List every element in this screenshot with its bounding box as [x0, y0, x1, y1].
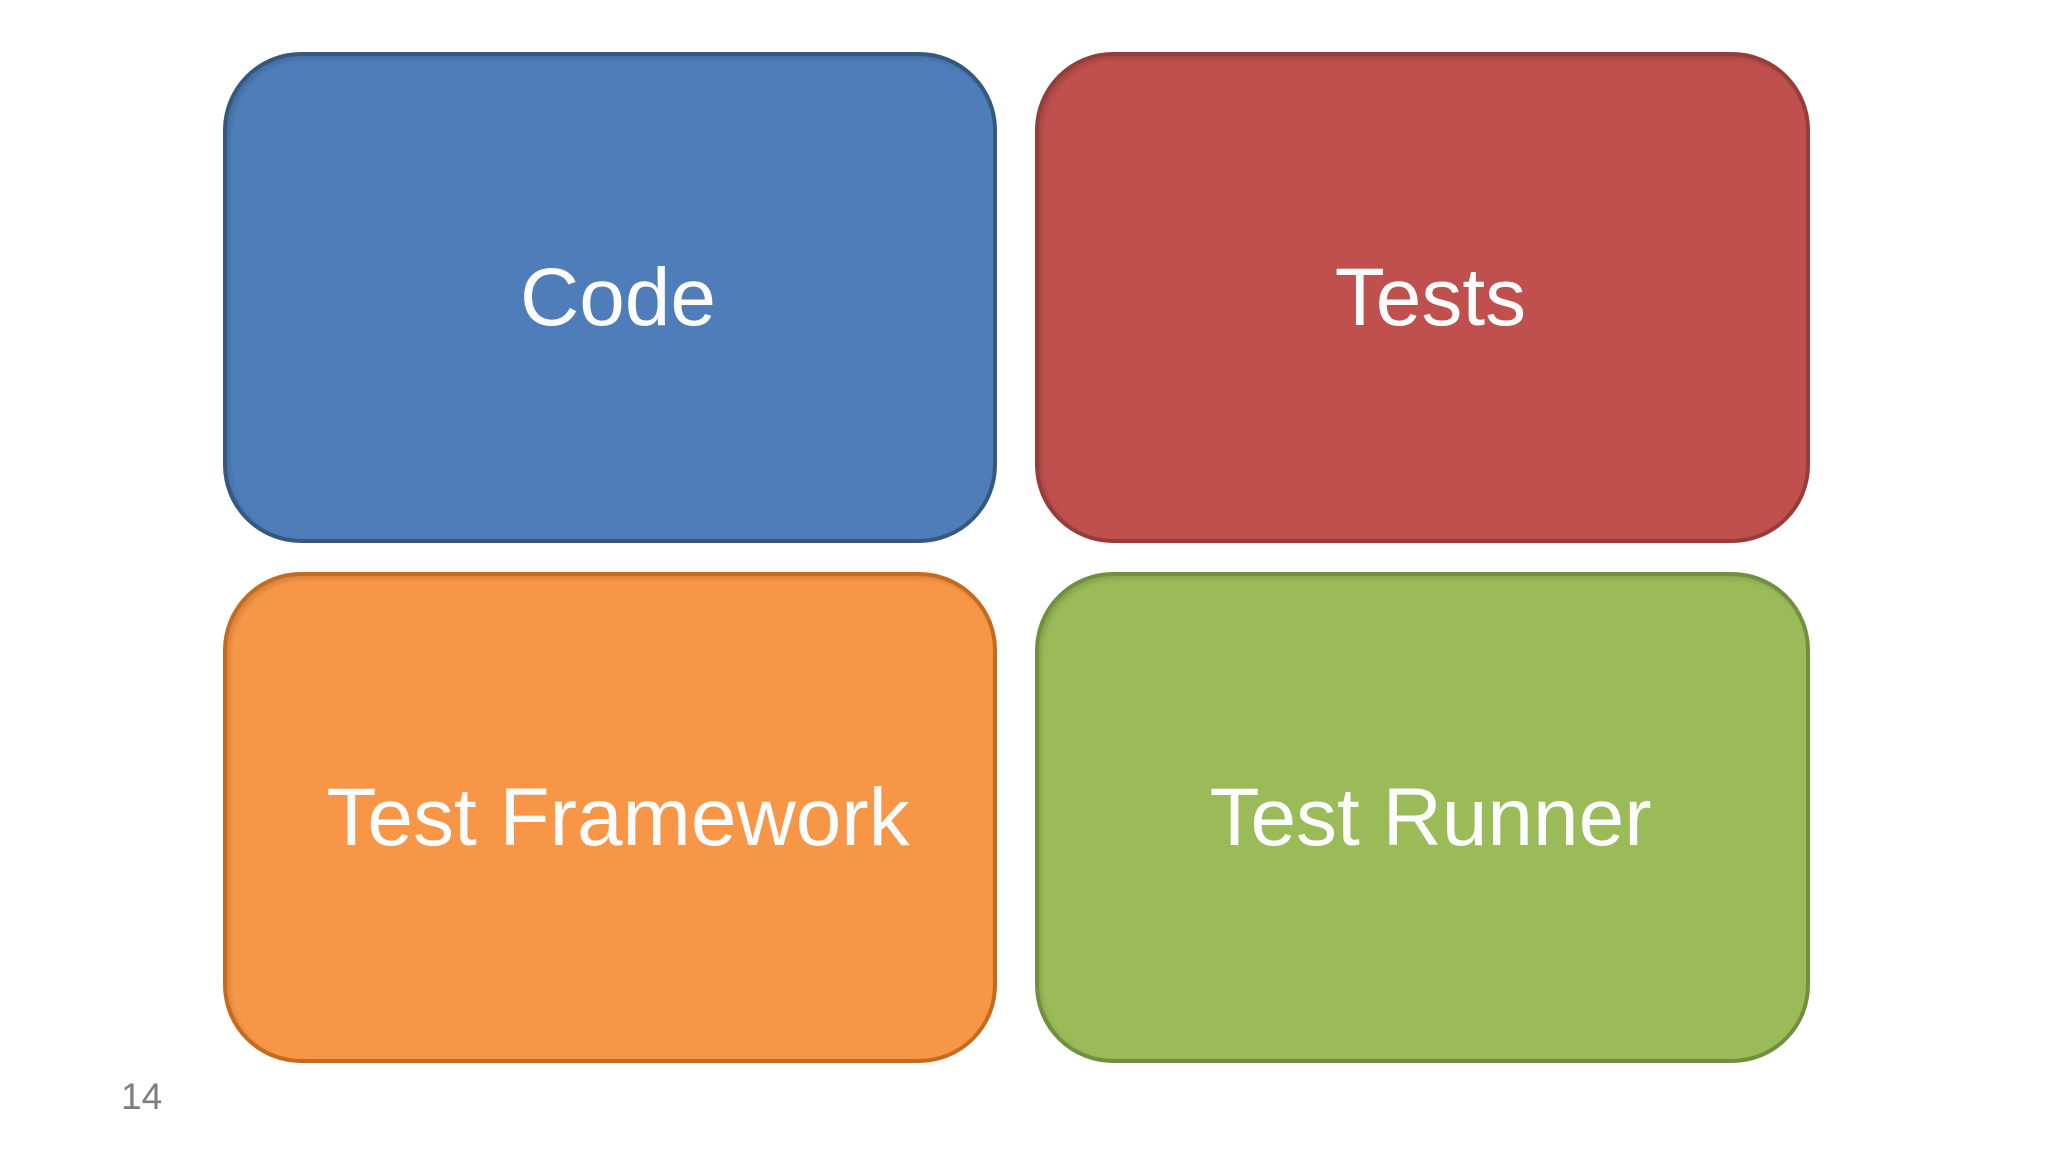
test-runner-box-label: Test Runner — [1209, 771, 1652, 863]
code-box-label: Code — [519, 251, 717, 343]
page-number: 14 — [121, 1076, 163, 1117]
tests-box: Tests — [1035, 52, 1810, 543]
code-box: Code — [223, 52, 997, 543]
tests-box-label: Tests — [1334, 251, 1527, 343]
test-framework-box: Test Framework — [223, 572, 997, 1063]
test-framework-box-label: Test Framework — [326, 771, 910, 863]
test-runner-box: Test Runner — [1035, 572, 1810, 1063]
